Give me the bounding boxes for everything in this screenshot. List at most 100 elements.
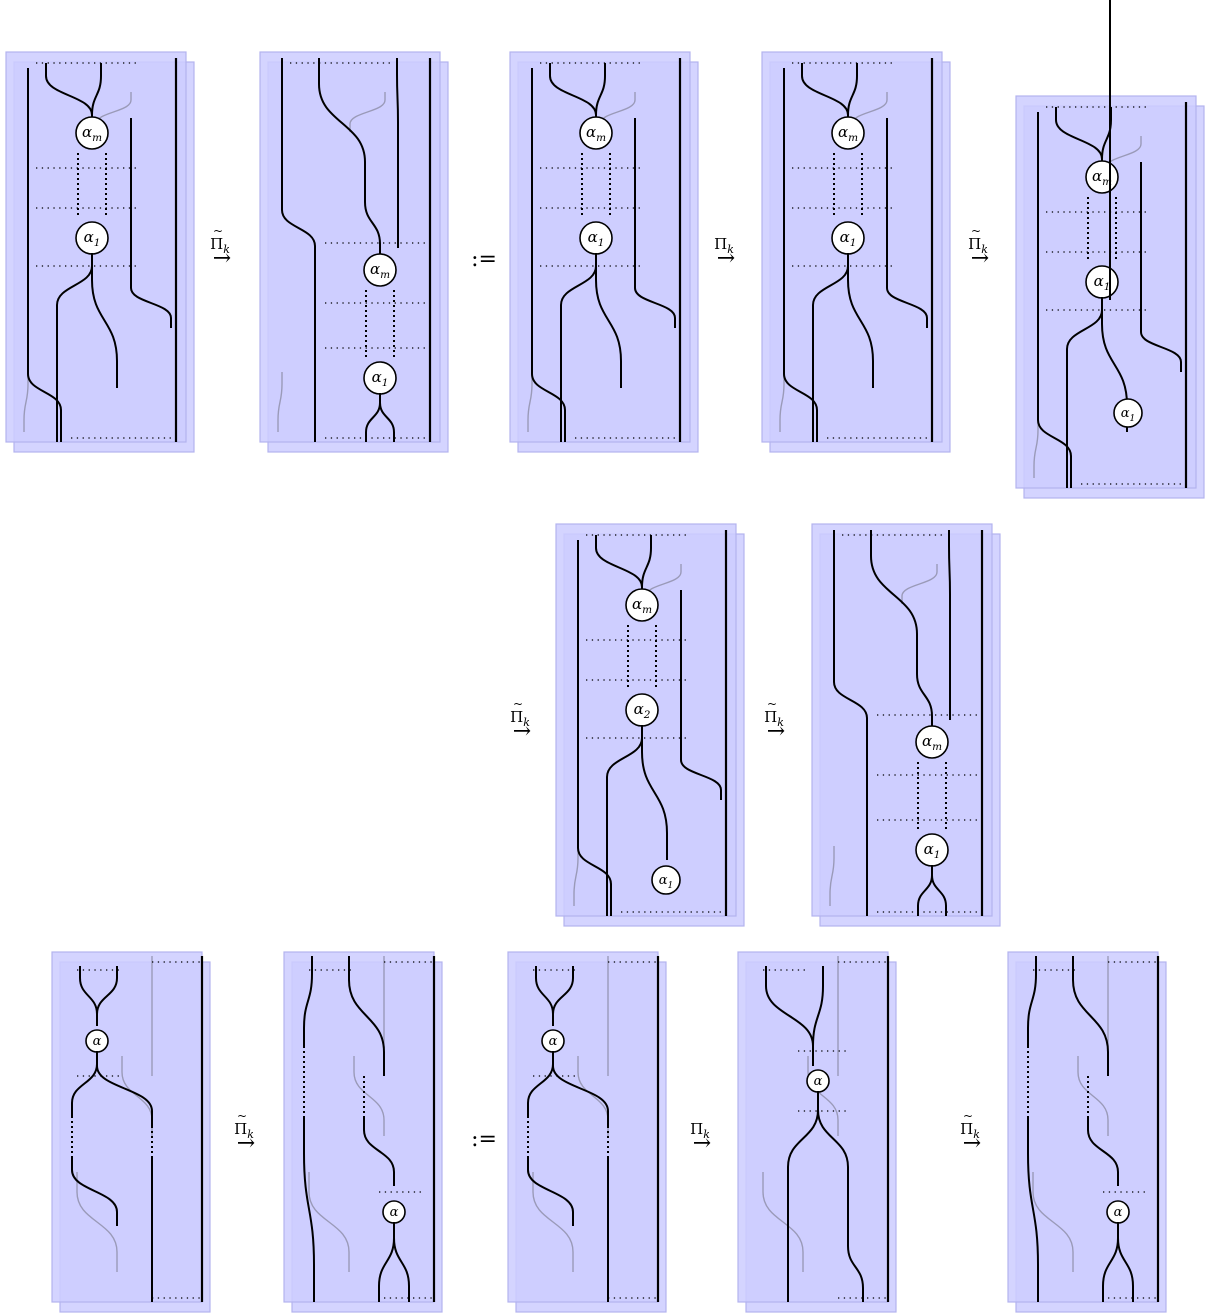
node-circle <box>651 865 681 895</box>
strand-crossing <box>281 198 316 258</box>
node-label: α1 <box>372 368 389 389</box>
node: α1 <box>1113 398 1143 428</box>
tilde-mark: ~ <box>767 697 777 711</box>
arrow-label-subscript: k <box>523 716 530 729</box>
node: αm <box>579 116 613 150</box>
back-strand <box>76 1172 118 1272</box>
back-strand <box>829 846 835 906</box>
node-label-base: α <box>1094 272 1104 290</box>
back-strand <box>527 372 533 432</box>
node-label: αm <box>586 123 606 144</box>
arrow-label: Πk <box>968 235 988 256</box>
strand-crossing <box>847 1232 864 1302</box>
back-strand <box>901 564 938 604</box>
node-label-subscript: 1 <box>1104 281 1111 293</box>
node-label: α <box>549 1034 558 1049</box>
strand-crossing <box>1027 1116 1039 1302</box>
arrow-icon: → <box>237 1131 255 1156</box>
strand-crossing <box>348 956 385 1076</box>
node-circle <box>915 725 949 759</box>
node-label: αm <box>82 123 102 144</box>
strand-crossing <box>96 966 118 1026</box>
arrow-icon: → <box>717 246 735 271</box>
node: α1 <box>363 361 397 395</box>
front-sheet <box>259 51 441 443</box>
strand-crossing <box>870 530 918 660</box>
arrow-label-base: Π <box>764 708 777 726</box>
node-label-subscript: 2 <box>643 709 651 721</box>
back-strand <box>573 846 579 906</box>
front-sheet <box>1007 951 1159 1303</box>
arrow-label: Πk <box>764 708 784 729</box>
node-label-base: α <box>659 873 668 888</box>
node-label-base: α <box>372 368 382 386</box>
strand-crossing <box>641 725 668 860</box>
arrow-label-base: Π <box>234 1120 247 1138</box>
node-label-subscript: m <box>1102 176 1112 188</box>
strand-crossing <box>783 362 818 422</box>
strand-crossing <box>363 1116 395 1186</box>
strand-crossing <box>91 253 118 388</box>
connector: Πk→ <box>714 235 735 271</box>
node-label-subscript: 1 <box>850 237 857 249</box>
strand-crossing <box>1027 956 1037 1046</box>
node: α1 <box>579 221 613 255</box>
arrow-label-subscript: k <box>703 1128 710 1141</box>
strand-crossing <box>1117 1222 1134 1302</box>
node-label-subscript: 1 <box>1129 414 1135 424</box>
tilde-mark: ~ <box>213 224 223 238</box>
connector: Πk→ <box>690 1120 711 1156</box>
node-label: α <box>390 1205 399 1220</box>
front-sheet <box>283 951 435 1303</box>
strand-crossing <box>1087 1116 1119 1186</box>
strand-crossing <box>812 966 824 1066</box>
node-label-base: α <box>922 732 932 750</box>
strand-crossing <box>130 278 172 328</box>
node-label-subscript: m <box>848 132 858 144</box>
node-circle <box>625 588 659 622</box>
node-label-base: α <box>838 123 848 141</box>
strand-crossing <box>531 362 566 422</box>
node-label-subscript: 1 <box>934 849 941 861</box>
node-label: α1 <box>84 228 101 249</box>
node-label-base: α <box>1121 406 1130 421</box>
node-label-subscript: 1 <box>382 377 389 389</box>
arrow-label: Πk <box>714 235 734 256</box>
back-strand <box>1032 1172 1074 1272</box>
strand-crossing <box>595 63 606 128</box>
arrow-label-base: Π <box>510 708 523 726</box>
node-circle <box>363 253 397 287</box>
node-circle <box>1113 398 1143 428</box>
arrow-icon: → <box>971 246 989 271</box>
strand-crossing <box>71 1156 118 1226</box>
node-label: α1 <box>588 228 605 249</box>
front-sheet <box>507 951 659 1303</box>
strand-crossing <box>595 253 622 388</box>
node-label: αm <box>632 595 652 616</box>
strand-crossing <box>634 278 676 328</box>
panel: α <box>283 951 443 1313</box>
arrow-label-base: Π <box>714 235 727 253</box>
node: αm <box>831 116 865 150</box>
front-sheet <box>51 951 203 1303</box>
node-label: α <box>93 1034 102 1049</box>
node-label: α1 <box>924 840 941 861</box>
arrow-label-subscript: k <box>223 243 230 256</box>
front-sheet <box>811 523 993 917</box>
panel: α <box>1007 951 1167 1313</box>
definition-symbol: := <box>471 247 497 272</box>
strand-crossing <box>680 750 722 800</box>
node-label: α1 <box>1094 272 1111 293</box>
strand-crossing <box>552 966 574 1026</box>
strand-crossing <box>1140 322 1182 372</box>
connector: Πk~→ <box>510 697 531 744</box>
node: α <box>541 1029 565 1053</box>
arrow-icon: → <box>213 246 231 271</box>
back-strand <box>277 372 283 432</box>
strand-crossing <box>847 253 874 388</box>
node-label-subscript: 1 <box>94 237 101 249</box>
strand-crossing <box>396 58 399 138</box>
arrow-label-subscript: k <box>247 1128 254 1141</box>
